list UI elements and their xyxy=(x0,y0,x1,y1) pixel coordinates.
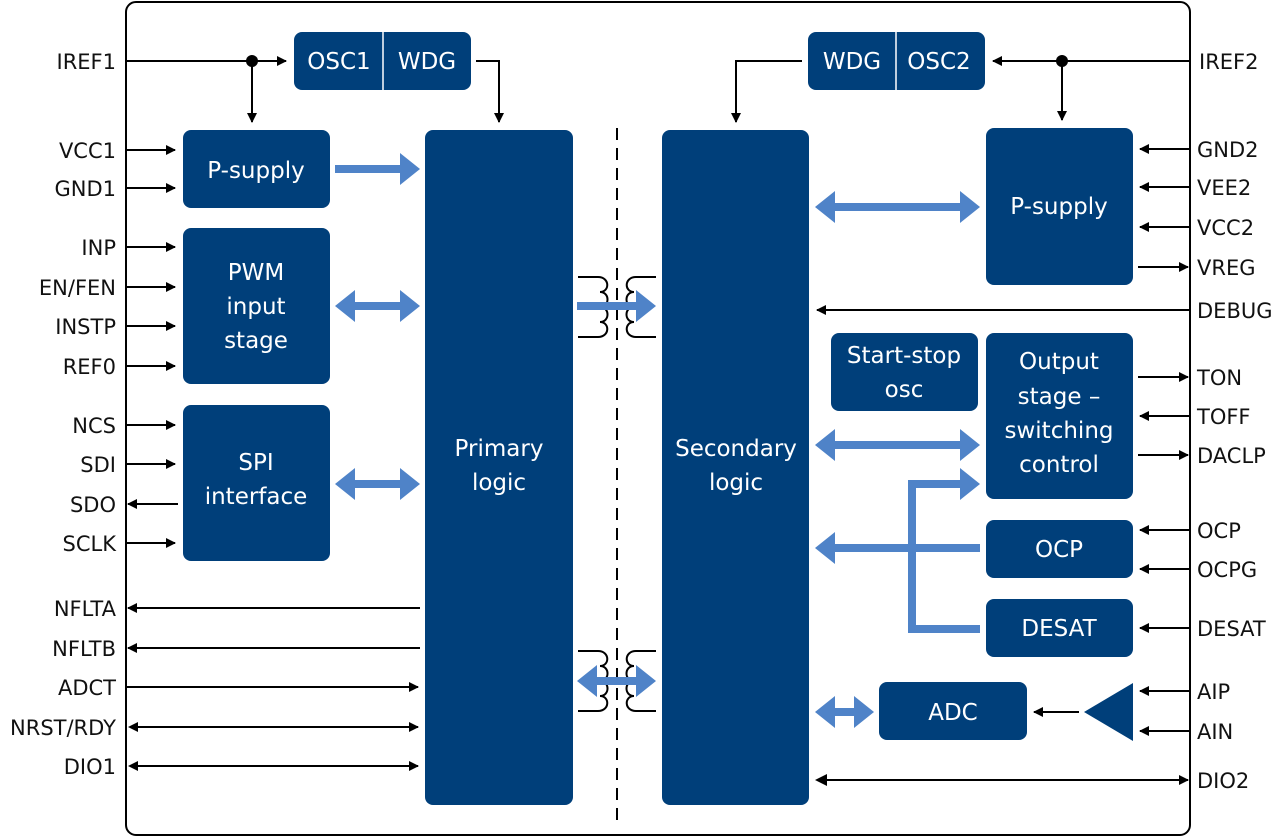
output-stage-label-line1: Output xyxy=(1019,349,1099,375)
osc2-label: OSC2 xyxy=(907,49,970,75)
pwm-input-stage-block: PWM input stage xyxy=(183,228,330,384)
output-stage-label-line2: stage – xyxy=(1018,384,1101,410)
secondary-logic-label-line1: Secondary xyxy=(675,436,797,462)
pin-ain: AIN xyxy=(1197,720,1233,744)
p-supply-secondary-label: P-supply xyxy=(1010,194,1107,220)
pin-desat: DESAT xyxy=(1197,617,1266,641)
bus-arrow-psupply-to-primary xyxy=(335,153,420,185)
pwm-label-line1: PWM xyxy=(228,260,284,286)
iref2-signal xyxy=(731,55,1190,123)
amplifier-icon xyxy=(1084,683,1133,741)
bus-arrow-spi-primary xyxy=(335,468,420,500)
pin-dio2: DIO2 xyxy=(1197,769,1249,793)
primary-logic-label-line1: Primary xyxy=(455,436,544,462)
desat-block-label: DESAT xyxy=(1021,616,1097,642)
pin-nflta: NFLTA xyxy=(54,597,117,621)
adc-block: ADC xyxy=(879,682,1027,740)
pin-inp: INP xyxy=(81,236,116,260)
left-pin-labels: IREF1 VCC1 GND1 INP EN/FEN INSTP REF0 NC… xyxy=(10,50,117,779)
bus-arrow-primary-to-secondary xyxy=(577,290,656,322)
wdg2-label: WDG xyxy=(823,49,881,75)
primary-logic-label-line2: logic xyxy=(472,470,526,496)
bus-arrow-primary-secondary-bidirectional xyxy=(577,665,656,697)
primary-logic-block: Primary logic xyxy=(425,130,573,805)
pin-toff: TOFF xyxy=(1196,405,1251,429)
pin-nfltb: NFLTB xyxy=(52,637,116,661)
pin-vee2: VEE2 xyxy=(1197,176,1251,200)
start-stop-label-line1: Start-stop xyxy=(847,343,961,369)
p-supply-primary-label: P-supply xyxy=(207,158,304,184)
ocp-block-label: OCP xyxy=(1035,537,1083,563)
pin-vcc1: VCC1 xyxy=(59,139,116,163)
pin-nrst-rdy: NRST/RDY xyxy=(10,716,116,740)
osc1-label: OSC1 xyxy=(307,49,370,75)
pin-ref0: REF0 xyxy=(63,355,116,379)
spi-label-line2: interface xyxy=(205,484,308,510)
bus-arrow-secondary-adc xyxy=(815,696,874,728)
bus-arrow-pwm-primary xyxy=(335,290,420,322)
pin-iref1: IREF1 xyxy=(57,50,117,74)
pwm-label-line3: stage xyxy=(224,328,288,354)
adc-block-label: ADC xyxy=(928,700,978,726)
output-stage-block: Output stage – switching control xyxy=(986,333,1133,499)
pin-ncs: NCS xyxy=(72,414,116,438)
spi-interface-block: SPI interface xyxy=(183,405,330,561)
p-supply-secondary-block: P-supply xyxy=(986,128,1133,285)
bus-arrow-secondary-output-stage xyxy=(815,429,980,461)
pin-sdo: SDO xyxy=(70,493,116,517)
pin-vreg: VREG xyxy=(1197,256,1256,280)
bus-arrow-secondary-psupply xyxy=(815,191,980,223)
pin-aip: AIP xyxy=(1197,680,1230,704)
pin-iref2: IREF2 xyxy=(1199,50,1259,74)
pin-vcc2: VCC2 xyxy=(1197,216,1254,240)
desat-block: DESAT xyxy=(986,599,1133,657)
pin-en-fen: EN/FEN xyxy=(39,276,116,300)
pin-adct: ADCT xyxy=(58,676,116,700)
chip-boundary xyxy=(125,1,1191,836)
pin-ton: TON xyxy=(1196,366,1242,390)
pin-gnd2: GND2 xyxy=(1197,138,1259,162)
right-pin-lines xyxy=(815,144,1190,786)
start-stop-label-line2: osc xyxy=(885,377,924,403)
pwm-label-line2: input xyxy=(226,294,285,320)
left-pin-lines xyxy=(126,145,420,771)
pin-ocp: OCP xyxy=(1197,519,1241,543)
secondary-logic-block: Secondary logic xyxy=(662,130,809,805)
p-supply-primary-block: P-supply xyxy=(183,130,330,208)
secondary-logic-label-line2: logic xyxy=(709,470,763,496)
pin-sdi: SDI xyxy=(80,453,116,477)
bus-arrow-protection-to-secondary xyxy=(815,468,980,633)
output-stage-label-line4: control xyxy=(1019,452,1099,478)
output-stage-label-line3: switching xyxy=(1005,418,1114,444)
osc1-wdg-block: OSC1 WDG xyxy=(294,32,471,90)
iref1-signal xyxy=(126,55,504,123)
pin-debug: DEBUG xyxy=(1197,299,1273,323)
wdg1-label: WDG xyxy=(398,49,456,75)
spi-label-line1: SPI xyxy=(238,450,273,476)
pin-gnd1: GND1 xyxy=(54,177,116,201)
pin-daclp: DACLP xyxy=(1197,444,1266,468)
start-stop-osc-block: Start-stop osc xyxy=(831,333,978,411)
right-pin-labels: IREF2 GND2 VEE2 VCC2 VREG DEBUG TON TOFF… xyxy=(1196,50,1273,793)
ocp-block: OCP xyxy=(986,520,1133,578)
pin-ocpg: OCPG xyxy=(1197,558,1257,582)
pin-instp: INSTP xyxy=(55,315,116,339)
wdg-osc2-block: WDG OSC2 xyxy=(808,32,985,90)
pin-sclk: SCLK xyxy=(63,532,118,556)
pin-dio1: DIO1 xyxy=(64,755,116,779)
